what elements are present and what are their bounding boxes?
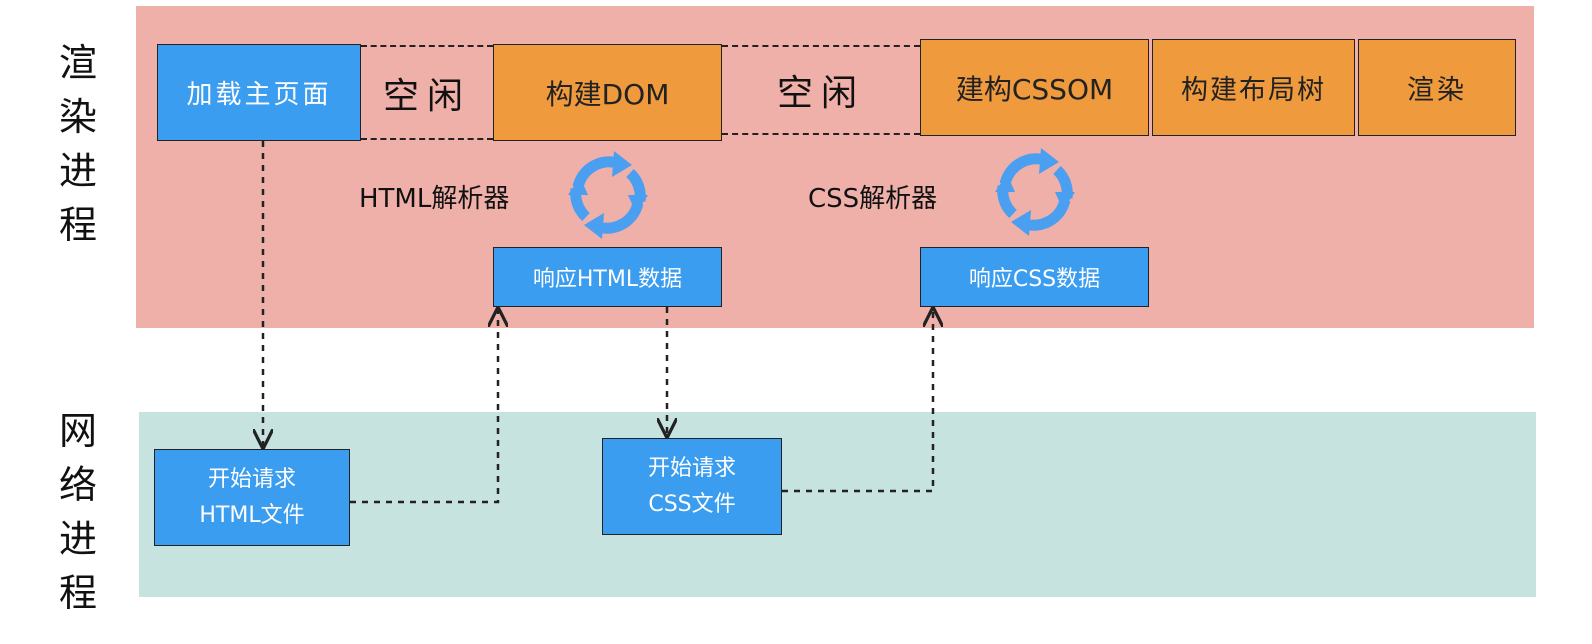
idle-period-2: 空闲 <box>722 45 920 135</box>
response-html-data-box: 响应HTML数据 <box>493 247 722 307</box>
build-cssom-box: 建构CSSOM <box>920 39 1149 136</box>
request-html-line1: 开始请求 <box>207 466 296 492</box>
request-css-line1: 开始请求 <box>647 455 736 481</box>
request-html-line2: HTML文件 <box>199 502 305 528</box>
load-main-page-box: 加载主页面 <box>157 44 361 141</box>
response-css-data-box: 响应CSS数据 <box>920 247 1149 307</box>
build-layout-tree-box: 构建布局树 <box>1152 39 1355 136</box>
idle-period-1: 空闲 <box>361 45 493 140</box>
css-parser-label: CSS解析器 <box>808 184 938 214</box>
request-html-file-box: 开始请求 HTML文件 <box>154 449 350 546</box>
request-css-file-box: 开始请求 CSS文件 <box>602 438 782 535</box>
request-css-line2: CSS文件 <box>648 491 736 517</box>
render-box: 渲染 <box>1358 39 1516 136</box>
network-process-title: 网络进程 <box>58 409 97 615</box>
render-process-title: 渲染进程 <box>58 41 97 247</box>
build-dom-box: 构建DOM <box>493 44 722 141</box>
html-parser-label: HTML解析器 <box>359 184 510 214</box>
